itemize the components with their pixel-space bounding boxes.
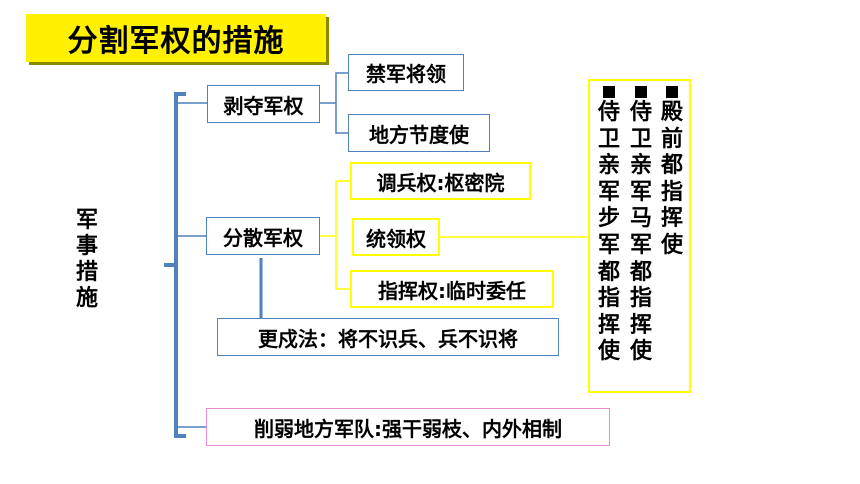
node-strip-military-power: 剥夺军权 bbox=[207, 85, 320, 123]
node-direct-power: 指挥权:临时委任 bbox=[350, 270, 554, 308]
office-column: 殿前都指挥使 bbox=[658, 84, 686, 260]
node-weaken-local-army: 削弱地方军队:强干弱枝、内外相制 bbox=[206, 408, 610, 446]
node-dispatch-power: 调兵权:枢密院 bbox=[350, 162, 531, 200]
office-column: 侍卫亲军马军都指挥使 bbox=[627, 84, 655, 366]
node-jiedushi: 地方节度使 bbox=[348, 114, 490, 152]
page-title: 分割军权的措施 bbox=[26, 14, 326, 62]
node-rotation-law: 更戍法：将不识兵、兵不识将 bbox=[217, 318, 559, 356]
disperse-sub-branch bbox=[320, 180, 590, 290]
office-column: 侍卫亲军步军都指挥使 bbox=[595, 84, 623, 366]
three-offices-frame bbox=[588, 79, 691, 393]
strip-branch bbox=[176, 72, 348, 134]
bullet-square-icon bbox=[635, 86, 647, 98]
bullet-square-icon bbox=[666, 86, 678, 98]
office-name: 殿前都指挥使 bbox=[660, 100, 683, 258]
node-imperial-guard-generals: 禁军将领 bbox=[348, 54, 464, 91]
node-disperse-military-power: 分散军权 bbox=[206, 217, 320, 255]
main-bracket bbox=[164, 92, 186, 438]
bullet-square-icon bbox=[603, 86, 615, 98]
node-command-power: 统领权 bbox=[352, 218, 440, 256]
military-measures-label: 军事措施 bbox=[75, 208, 98, 311]
office-name: 侍卫亲军马军都指挥使 bbox=[629, 100, 652, 365]
office-name: 侍卫亲军步军都指挥使 bbox=[597, 100, 620, 365]
